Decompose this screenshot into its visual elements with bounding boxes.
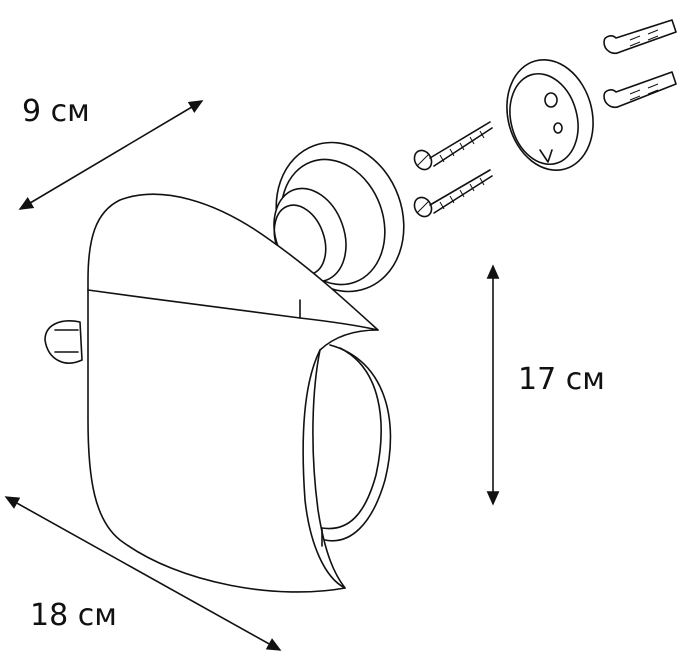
depth-label: 9 см xyxy=(22,94,90,129)
side-knob xyxy=(44,320,83,364)
width-arrow xyxy=(4,496,282,651)
screw-bottom xyxy=(413,169,493,218)
depth-arrow xyxy=(18,100,204,210)
height-label: 17 см xyxy=(518,362,605,397)
mounting-plate xyxy=(506,59,594,171)
cover xyxy=(87,193,379,593)
dowel-top xyxy=(603,19,677,55)
width-label: 18 см xyxy=(30,598,117,633)
dowel-bottom xyxy=(603,71,677,109)
roll-arm xyxy=(321,344,392,547)
screw-top xyxy=(413,121,493,171)
